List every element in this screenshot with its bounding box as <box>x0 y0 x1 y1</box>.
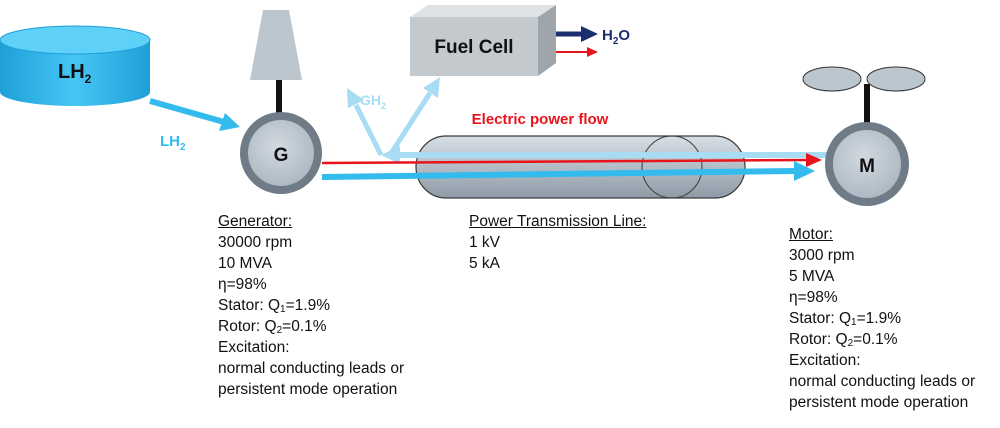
electric-power-flow-label: Electric power flow <box>472 111 609 128</box>
line-heading: Power Transmission Line: <box>469 213 647 230</box>
generator-symbol: G <box>274 145 289 166</box>
electric-power-arrow <box>321 153 822 167</box>
tank-label: LH2 <box>58 61 92 86</box>
motor-excitation-line1: normal conducting leads or <box>789 373 976 390</box>
lh2-tank: LH2 <box>0 25 151 106</box>
line-voltage: 1 kV <box>469 234 501 251</box>
line-current: 5 kA <box>469 255 501 272</box>
motor-heading: Motor: <box>789 226 833 243</box>
heat-output-arrow <box>556 47 598 57</box>
transmission-line-specs: Power Transmission Line: 1 kV 5 kA <box>469 211 646 274</box>
gh2-flow-label: GH2 <box>360 92 386 111</box>
generator-excitation-line1: normal conducting leads or <box>218 360 405 377</box>
motor: M <box>802 66 926 206</box>
lh2-motor-flow <box>321 161 815 181</box>
generator-rotor-loss: Rotor: Q2=0.1% <box>218 318 327 336</box>
turbine <box>250 10 302 113</box>
motor-symbol: M <box>859 156 875 177</box>
generator-efficiency: η=98% <box>218 276 267 293</box>
motor-specs: Motor: 3000 rpm 5 MVA η=98% Stator: Q1=1… <box>789 224 975 413</box>
motor-excitation: Excitation: <box>789 352 861 369</box>
generator-excitation: Excitation: <box>218 339 290 356</box>
generator: G <box>240 112 322 194</box>
generator-specs: Generator: 30000 rpm 10 MVA η=98% Stator… <box>218 211 404 400</box>
fuel-cell-label: Fuel Cell <box>434 37 513 58</box>
water-output-arrow <box>556 26 598 42</box>
generator-heading: Generator: <box>218 213 293 230</box>
generator-power: 10 MVA <box>218 255 272 272</box>
generator-excitation-line2: persistent mode operation <box>218 381 398 398</box>
generator-stator-loss: Stator: Q1=1.9% <box>218 297 330 315</box>
transmission-cable <box>415 135 746 199</box>
generator-speed: 30000 rpm <box>218 234 293 251</box>
motor-speed: 3000 rpm <box>789 247 855 264</box>
motor-rotor-loss: Rotor: Q2=0.1% <box>789 331 898 349</box>
gh2-return-flow <box>381 146 830 164</box>
water-label: H2O <box>602 27 630 47</box>
motor-excitation-line2: persistent mode operation <box>789 394 969 411</box>
gh2-arrows <box>347 77 440 157</box>
motor-power: 5 MVA <box>789 268 835 285</box>
motor-efficiency: η=98% <box>789 289 838 306</box>
fuel-cell: Fuel Cell <box>410 5 556 76</box>
lh2-feed-arrow <box>149 98 240 131</box>
lh2-flow-label: LH2 <box>160 133 186 153</box>
motor-stator-loss: Stator: Q1=1.9% <box>789 310 901 328</box>
